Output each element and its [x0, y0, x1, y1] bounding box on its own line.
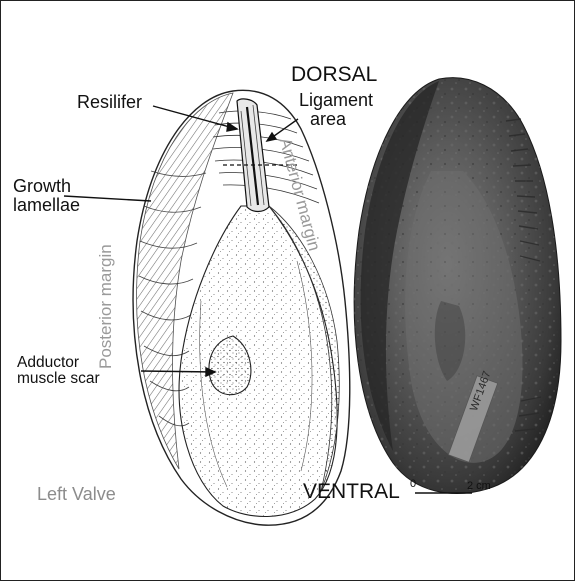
growth-label-line2: lamellae — [13, 196, 80, 215]
ligament-label-line2: area — [310, 110, 373, 129]
growth-lamellae-label: Growth lamellae — [13, 177, 80, 215]
ligament-label-line1: Ligament — [299, 91, 373, 110]
ventral-label: VENTRAL — [303, 481, 400, 503]
growth-label-line1: Growth — [13, 177, 80, 196]
posterior-margin-label: Posterior margin — [97, 244, 115, 369]
shell-drawing — [133, 90, 350, 525]
adductor-muscle-scar-label: Adductor muscle scar — [17, 355, 100, 388]
resilifer-label: Resilifer — [77, 93, 142, 112]
scale-bar-end: 2 cm — [467, 481, 491, 493]
left-valve-label: Left Valve — [37, 485, 116, 504]
adductor-label-line1: Adductor — [17, 355, 100, 371]
scale-bar-start: 0 — [410, 479, 416, 491]
ligament-area-label: Ligament area — [299, 91, 373, 129]
adductor-label-line2: muscle scar — [17, 371, 100, 387]
dorsal-label: DORSAL — [291, 64, 377, 86]
fossil-photo — [354, 78, 561, 494]
